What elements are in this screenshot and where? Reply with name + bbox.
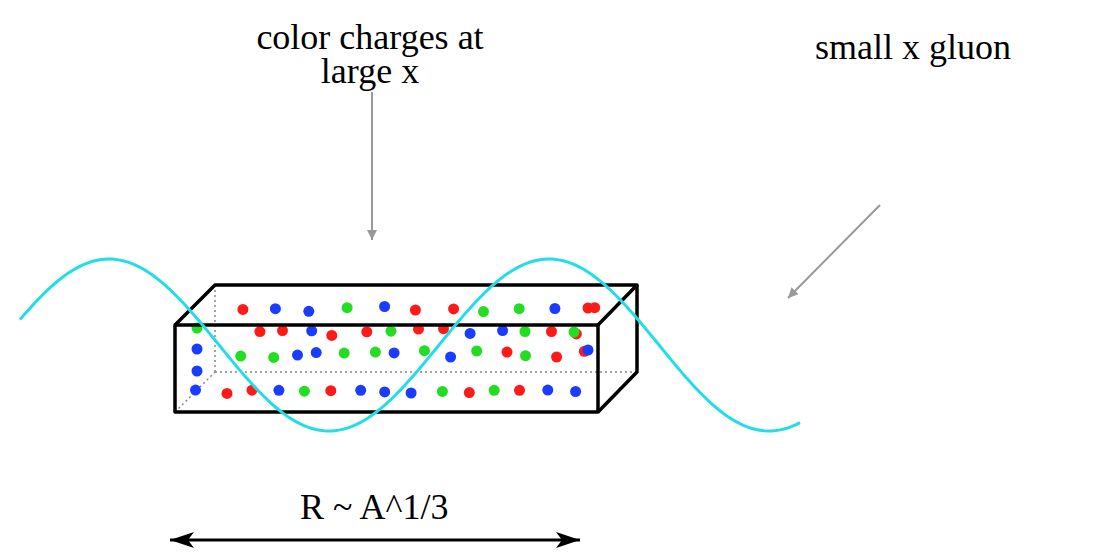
color-charge bbox=[222, 388, 233, 399]
color-charge bbox=[273, 385, 284, 396]
gluon-wave bbox=[20, 259, 800, 431]
hidden-edges bbox=[175, 285, 637, 412]
color-charge bbox=[235, 351, 246, 362]
color-charge bbox=[448, 303, 459, 314]
color-charge bbox=[437, 386, 448, 397]
color-charge bbox=[551, 352, 562, 363]
color-charge bbox=[190, 385, 201, 396]
color-charge bbox=[303, 306, 314, 317]
color-charge bbox=[306, 325, 317, 336]
color-charge bbox=[478, 306, 489, 317]
color-charge bbox=[389, 347, 400, 358]
label-text: color charges at large x bbox=[255, 20, 485, 88]
color-charge bbox=[419, 345, 430, 356]
color-charge bbox=[489, 385, 500, 396]
color-charge bbox=[311, 347, 322, 358]
color-charge bbox=[192, 344, 203, 355]
pointer-arrow bbox=[371, 92, 373, 240]
color-charge bbox=[406, 388, 417, 399]
color-charge bbox=[370, 347, 381, 358]
color-charge bbox=[361, 326, 372, 337]
color-charge bbox=[270, 303, 281, 314]
color-charge bbox=[339, 348, 350, 359]
color-charge bbox=[355, 385, 366, 396]
label-text: R ~ A^1/3 bbox=[300, 490, 448, 524]
color-charge bbox=[268, 352, 279, 363]
color-charge bbox=[583, 345, 594, 356]
pointer-arrow bbox=[788, 205, 880, 298]
color-charge bbox=[192, 366, 203, 377]
color-charge bbox=[237, 304, 248, 315]
color-charge bbox=[445, 352, 456, 363]
color-charge bbox=[520, 326, 531, 337]
color-charge bbox=[569, 327, 580, 338]
color-charge bbox=[464, 387, 475, 398]
color-charge bbox=[502, 347, 513, 358]
color-charge bbox=[542, 385, 553, 396]
color-charge bbox=[254, 326, 265, 337]
color-charge bbox=[471, 346, 482, 357]
color-charge bbox=[342, 302, 353, 313]
color-charge bbox=[325, 385, 336, 396]
color-charge bbox=[299, 386, 310, 397]
color-charge bbox=[379, 386, 390, 397]
color-charge bbox=[379, 301, 390, 312]
label-text: small x gluon bbox=[815, 30, 1011, 64]
color-charge bbox=[326, 330, 337, 341]
color-charge bbox=[583, 303, 594, 314]
color-charge bbox=[570, 386, 581, 397]
color-charge bbox=[514, 385, 525, 396]
color-charge bbox=[514, 303, 525, 314]
dimension-arrow bbox=[170, 539, 580, 542]
color-charge bbox=[386, 326, 397, 337]
color-charge bbox=[546, 326, 557, 337]
color-charge bbox=[549, 303, 560, 314]
color-charge bbox=[292, 350, 303, 361]
color-charge bbox=[465, 328, 476, 339]
color-charge bbox=[410, 305, 421, 316]
color-charge bbox=[520, 350, 531, 361]
nucleus-box bbox=[175, 285, 637, 412]
